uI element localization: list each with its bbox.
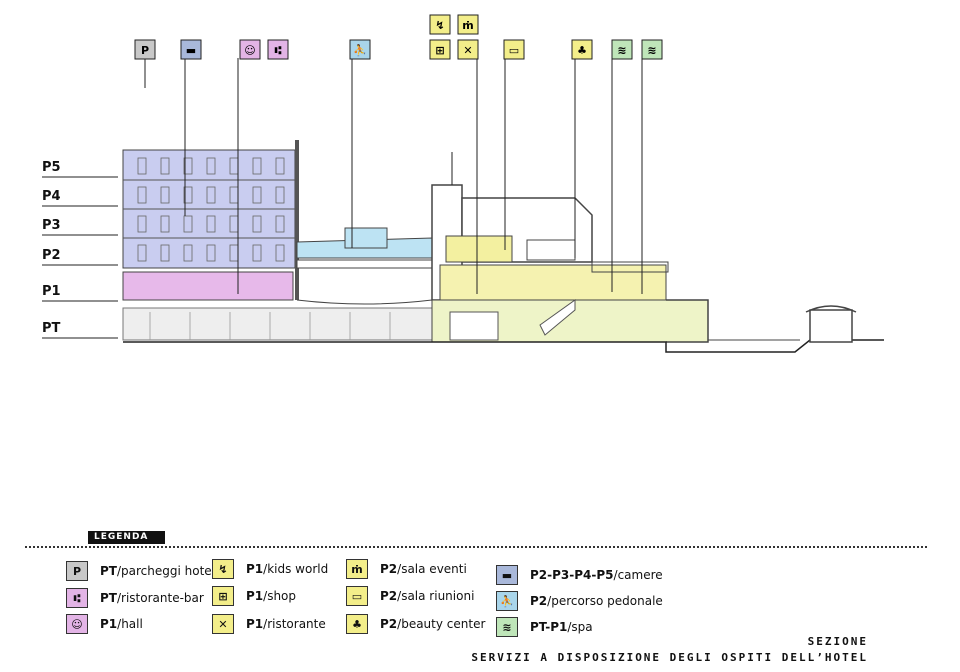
- legend-desc: /percorso pedonale: [547, 594, 663, 608]
- kids-world-icon: ↯: [212, 559, 234, 579]
- legend-item-hall: ☺ P1/hall: [66, 614, 143, 634]
- svg-text:✕: ✕: [463, 44, 472, 57]
- hall-icon: ☺: [66, 614, 88, 634]
- legend-desc: /shop: [263, 589, 297, 603]
- svg-text:≋: ≋: [647, 44, 656, 57]
- drawing-title: SEZIONE: [807, 635, 868, 648]
- shop-icon: ⊞: [212, 586, 234, 606]
- restaurant-bar-icon: ⑆: [66, 588, 88, 608]
- level-label-p4: P4: [42, 189, 61, 204]
- svg-text:⑆: ⑆: [275, 44, 282, 57]
- top-hall-icon: ☺: [239, 39, 261, 60]
- legend-item-parking: P PT/parcheggi hotel: [66, 561, 215, 581]
- legend-desc: /sala eventi: [397, 562, 467, 576]
- level-label-p1: P1: [42, 284, 61, 299]
- level-label-pt: PT: [42, 321, 61, 336]
- legend-divider: [25, 546, 927, 548]
- legend-code: P1: [246, 589, 264, 603]
- top-spa-icon: ≋: [611, 39, 633, 60]
- legend-code: PT: [100, 564, 117, 578]
- legend-code: P2-P3-P4-P5: [530, 568, 614, 582]
- sala-eventi-block: [445, 235, 513, 263]
- top-parking-icon: P: [134, 39, 156, 60]
- top-beauty-center-icon: ♣: [571, 39, 593, 60]
- legend-tab: LEGENDA: [88, 531, 165, 544]
- title-block: SEZIONE SERVIZI A DISPOSIZIONE DEGLI OSP…: [471, 634, 868, 666]
- level-label-p3: P3: [42, 218, 61, 233]
- drawing-subtitle: SERVIZI A DISPOSIZIONE DEGLI OSPITI DELL…: [471, 651, 868, 664]
- legend-item-ristorante: ✕ P1/ristorante: [212, 614, 326, 634]
- legend-desc: /beauty center: [397, 617, 486, 631]
- top-camere-icon: ▬: [180, 39, 202, 60]
- top-sala-eventi-icon: ṁ: [457, 14, 479, 35]
- svg-text:P: P: [141, 44, 149, 57]
- legend-code: P2: [380, 589, 398, 603]
- top-kids-world-icon: ↯: [429, 14, 451, 35]
- svg-text:▬: ▬: [186, 44, 196, 57]
- legend-desc: /parcheggi hotel: [116, 564, 216, 578]
- legend-code: P2: [380, 617, 398, 631]
- legend-desc: /kids world: [263, 562, 329, 576]
- top-ristorante-icon: ✕: [457, 39, 479, 60]
- svg-text:ṁ: ṁ: [462, 19, 473, 32]
- parking-block: [122, 307, 434, 341]
- svg-text:⊞: ⊞: [435, 44, 444, 57]
- legend-code: P1: [246, 562, 264, 576]
- legend-item-sala-riunioni: ▭ P2/sala riunioni: [346, 586, 474, 606]
- svg-text:⛹: ⛹: [353, 43, 367, 57]
- ristorante-block: [439, 264, 667, 302]
- svg-text:♣: ♣: [577, 44, 587, 57]
- svg-text:≋: ≋: [617, 44, 626, 57]
- legend-code: P2: [530, 594, 548, 608]
- ristorante-icon: ✕: [212, 614, 234, 634]
- top-restaurant-bar-icon: ⑆: [267, 39, 289, 60]
- top-sala-riunioni-icon: ▭: [503, 39, 525, 60]
- legend-item-camere: ▬ P2-P3-P4-P5/camere: [496, 565, 663, 585]
- legend-code: P2: [380, 562, 398, 576]
- percorso-pedonale-icon: ⛹: [496, 591, 518, 611]
- legend-item-shop: ⊞ P1/shop: [212, 586, 296, 606]
- legend-item-percorso-pedonale: ⛹ P2/percorso pedonale: [496, 591, 663, 611]
- sala-riunioni-icon: ▭: [346, 586, 368, 606]
- legend-code: PT: [100, 591, 117, 605]
- parking-icon: P: [66, 561, 88, 581]
- top-percorso-pedonale-icon: ⛹: [349, 39, 371, 60]
- level-label-p2: P2: [42, 248, 61, 263]
- legend-item-sala-eventi: ṁ P2/sala eventi: [346, 559, 467, 579]
- svg-text:▭: ▭: [509, 44, 519, 57]
- level-label-p5: P5: [42, 160, 61, 175]
- legend-desc: /hall: [117, 617, 143, 631]
- camere-icon: ▬: [496, 565, 518, 585]
- legend-desc: /spa: [567, 620, 593, 634]
- legend-item-restaurant-bar: ⑆ PT/ristorante-bar: [66, 588, 204, 608]
- legend-desc: /sala riunioni: [397, 589, 475, 603]
- legend-code: P1: [100, 617, 118, 631]
- legend-item-spa: ≋ PT-P1/spa: [496, 617, 593, 637]
- top-shop-icon: ⊞: [429, 39, 451, 60]
- svg-text:↯: ↯: [435, 19, 444, 32]
- legend-code: P1: [246, 617, 264, 631]
- legend-item-beauty-center: ♣ P2/beauty center: [346, 614, 485, 634]
- spa-icon: ≋: [496, 617, 518, 637]
- legend-item-kids-world: ↯ P1/kids world: [212, 559, 328, 579]
- svg-text:☺: ☺: [244, 44, 255, 57]
- legend-desc: /ristorante: [263, 617, 326, 631]
- top-spa-icon: ≋: [641, 39, 663, 60]
- legend-desc: /ristorante-bar: [116, 591, 204, 605]
- legend-code: PT-P1: [530, 620, 568, 634]
- beauty-center-icon: ♣: [346, 614, 368, 634]
- legend-desc: /camere: [613, 568, 663, 582]
- sala-eventi-icon: ṁ: [346, 559, 368, 579]
- hall-block: [122, 271, 294, 301]
